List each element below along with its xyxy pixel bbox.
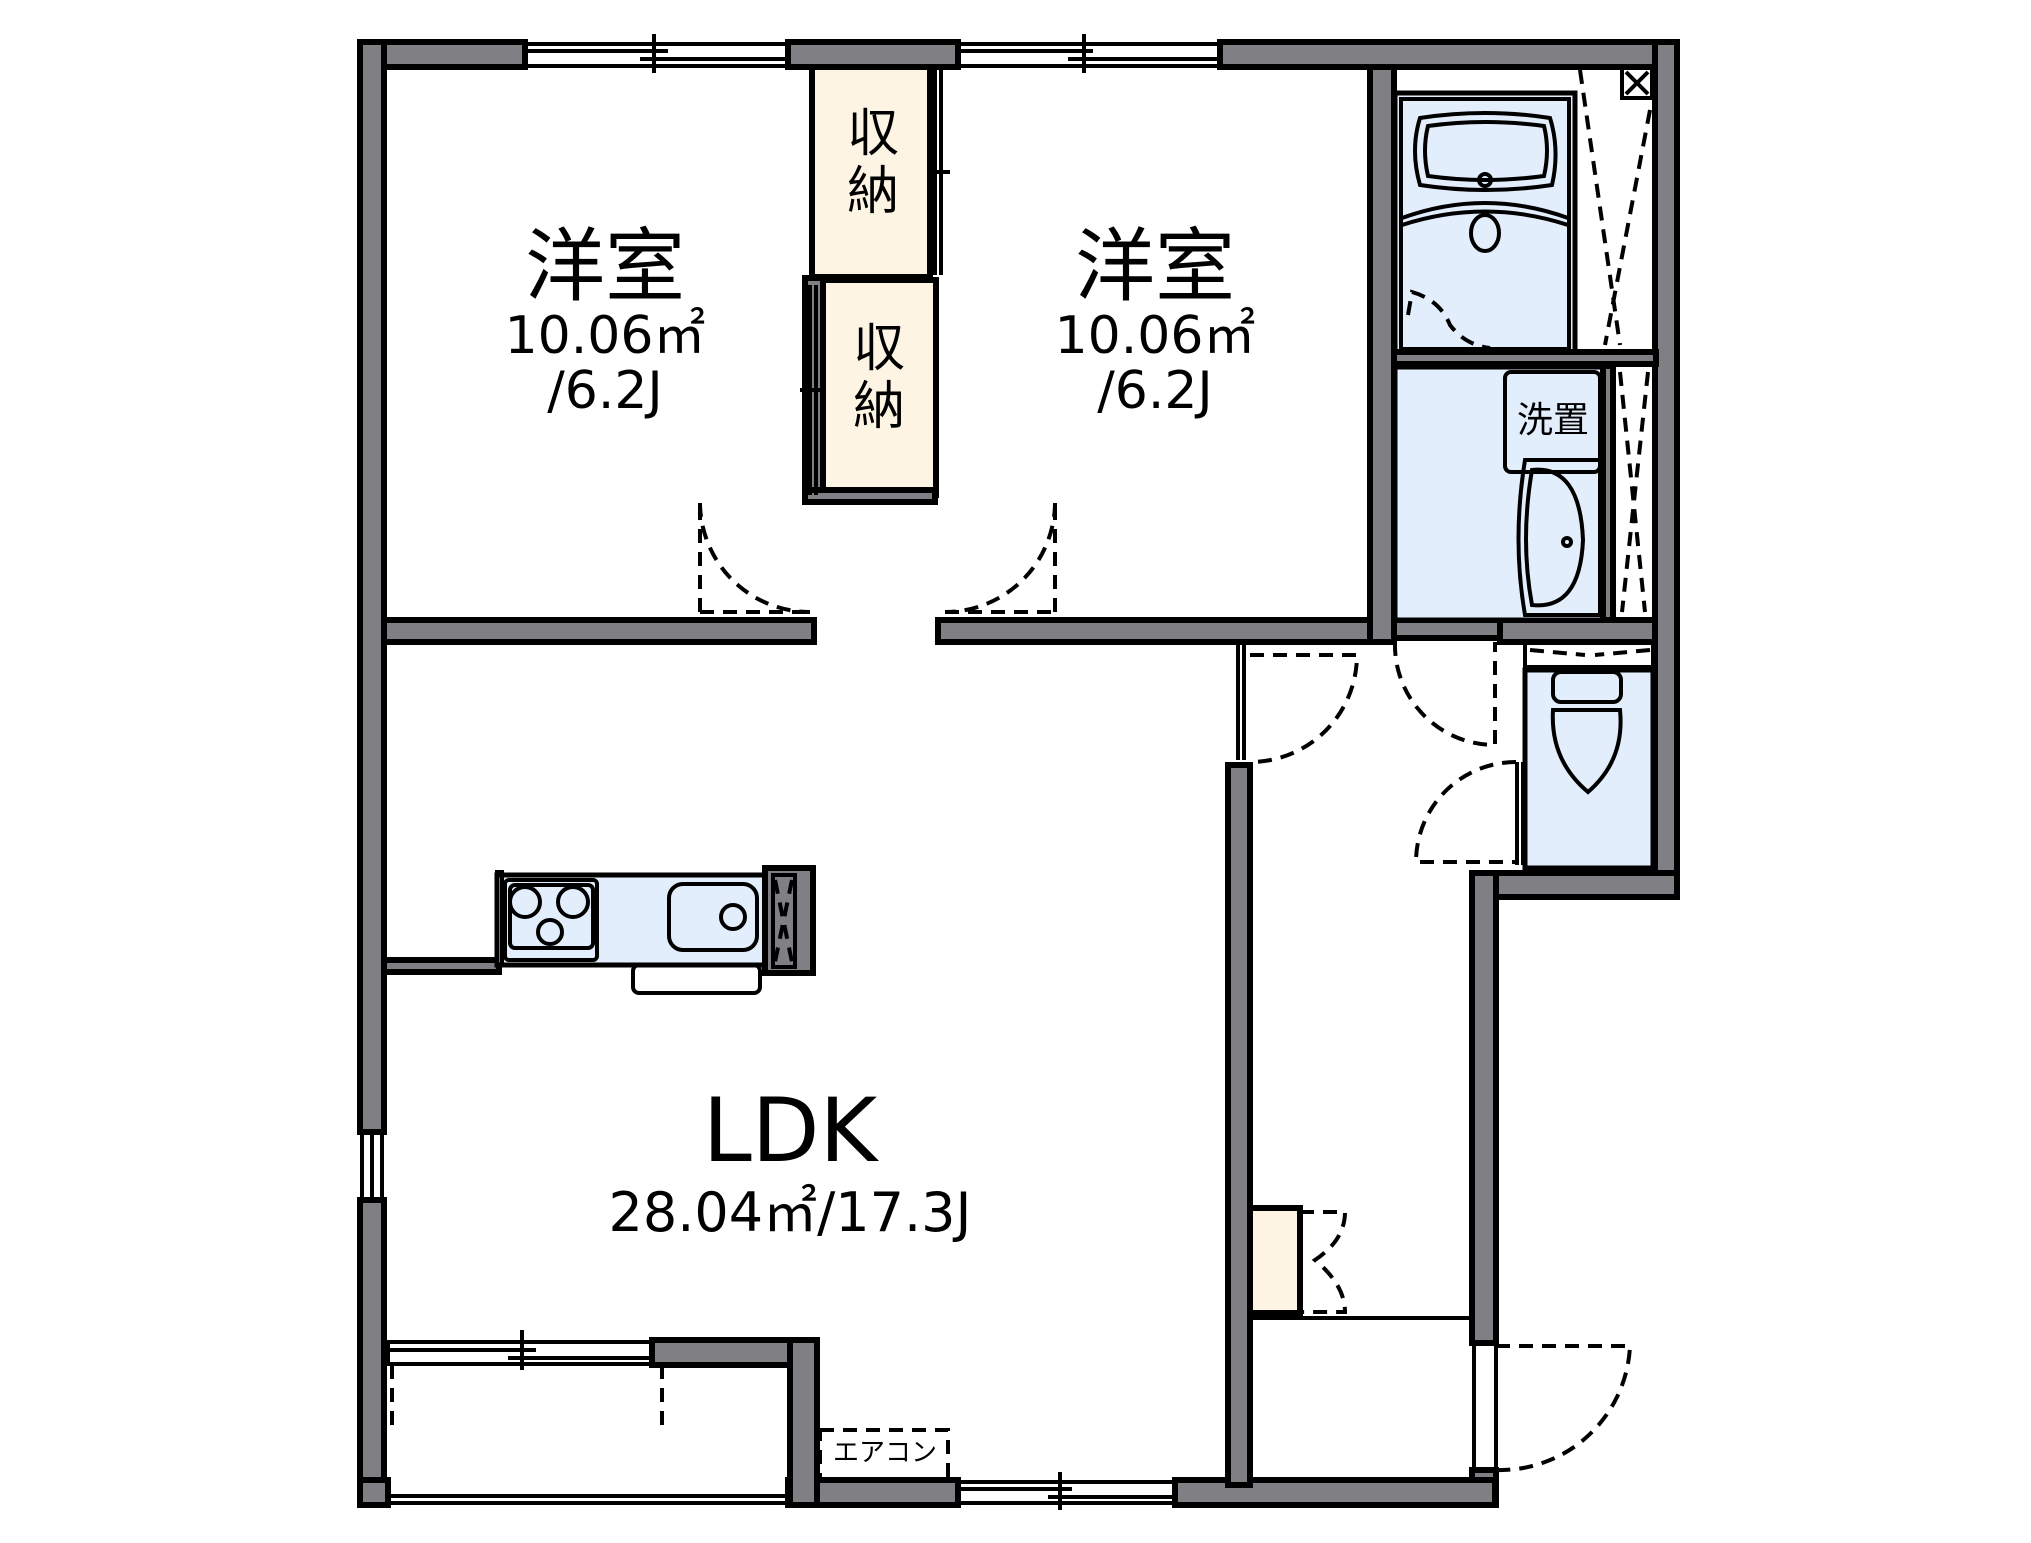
bathroom [1392,66,1654,358]
room-1-label: 洋室 10.06㎡ /6.2J [470,225,740,418]
wall-left-upper [357,39,387,1135]
window-top-2 [956,34,1222,73]
room-2-name: 洋室 [1075,220,1235,313]
door-room-1[interactable] [697,499,811,614]
door-entrance[interactable] [1472,1341,1633,1473]
washer-space-label: 洗置 [1516,400,1589,441]
closet-1 [809,64,933,280]
wall-room1-bottom [381,617,817,645]
wall-bottom-left [357,1477,391,1508]
wall-toilet-top [1497,617,1658,645]
wall-notch-vertical [787,1337,820,1508]
wall-bath-wash [1391,349,1659,367]
ldk-area: 28.04㎡/17.3J [608,1181,972,1245]
wall-right-step [1469,870,1680,900]
wall-top-middle [785,39,961,70]
wall-room2-right [1367,64,1397,645]
closet-bottom [802,487,938,505]
door-washroom[interactable] [1392,641,1497,748]
toilet-room [1522,640,1656,871]
kitchen-counter [494,865,816,995]
window-balcony-top [386,1330,654,1370]
wall-top-right [1217,39,1678,70]
ldk-name: LDK [702,1079,878,1182]
wall-hall-left [1225,762,1253,1488]
aircon-label: エアコン [832,1438,937,1468]
balcony-edge [388,1365,790,1505]
window-left [360,1130,384,1202]
shoe-closet [1247,1205,1348,1316]
room-2-area: 10.06㎡ [1054,306,1256,366]
closet-doors [800,70,950,495]
room-1-tatami: /6.2J [547,360,663,421]
room-2-tatami: /6.2J [1097,360,1213,421]
wall-right [1652,39,1680,900]
window-top-1 [523,34,790,73]
wall-bath-bottom [1391,617,1512,641]
wall-room2-bottom [935,617,1379,645]
closet-2-label: 収納 [843,320,904,436]
wall-left-lower [357,1197,387,1508]
door-ldk[interactable] [1236,645,1360,764]
wall-entrance-right [1469,870,1499,1346]
door-toilet[interactable] [1413,760,1525,865]
room-1-area: 10.06㎡ [504,306,706,366]
wall-kitchen-partition [381,957,502,975]
door-room-2[interactable] [944,499,1058,614]
washroom [1392,363,1650,623]
window-bottom [956,1472,1177,1510]
aircon-box [818,1428,950,1482]
room-1-name: 洋室 [525,220,685,313]
closet-1-label: 収納 [837,105,898,221]
ldk-label: LDK 28.04㎡/17.3J [560,1079,1020,1245]
wall-bottom-right [1172,1477,1498,1508]
room-2-label: 洋室 10.06㎡ /6.2J [1020,225,1290,418]
